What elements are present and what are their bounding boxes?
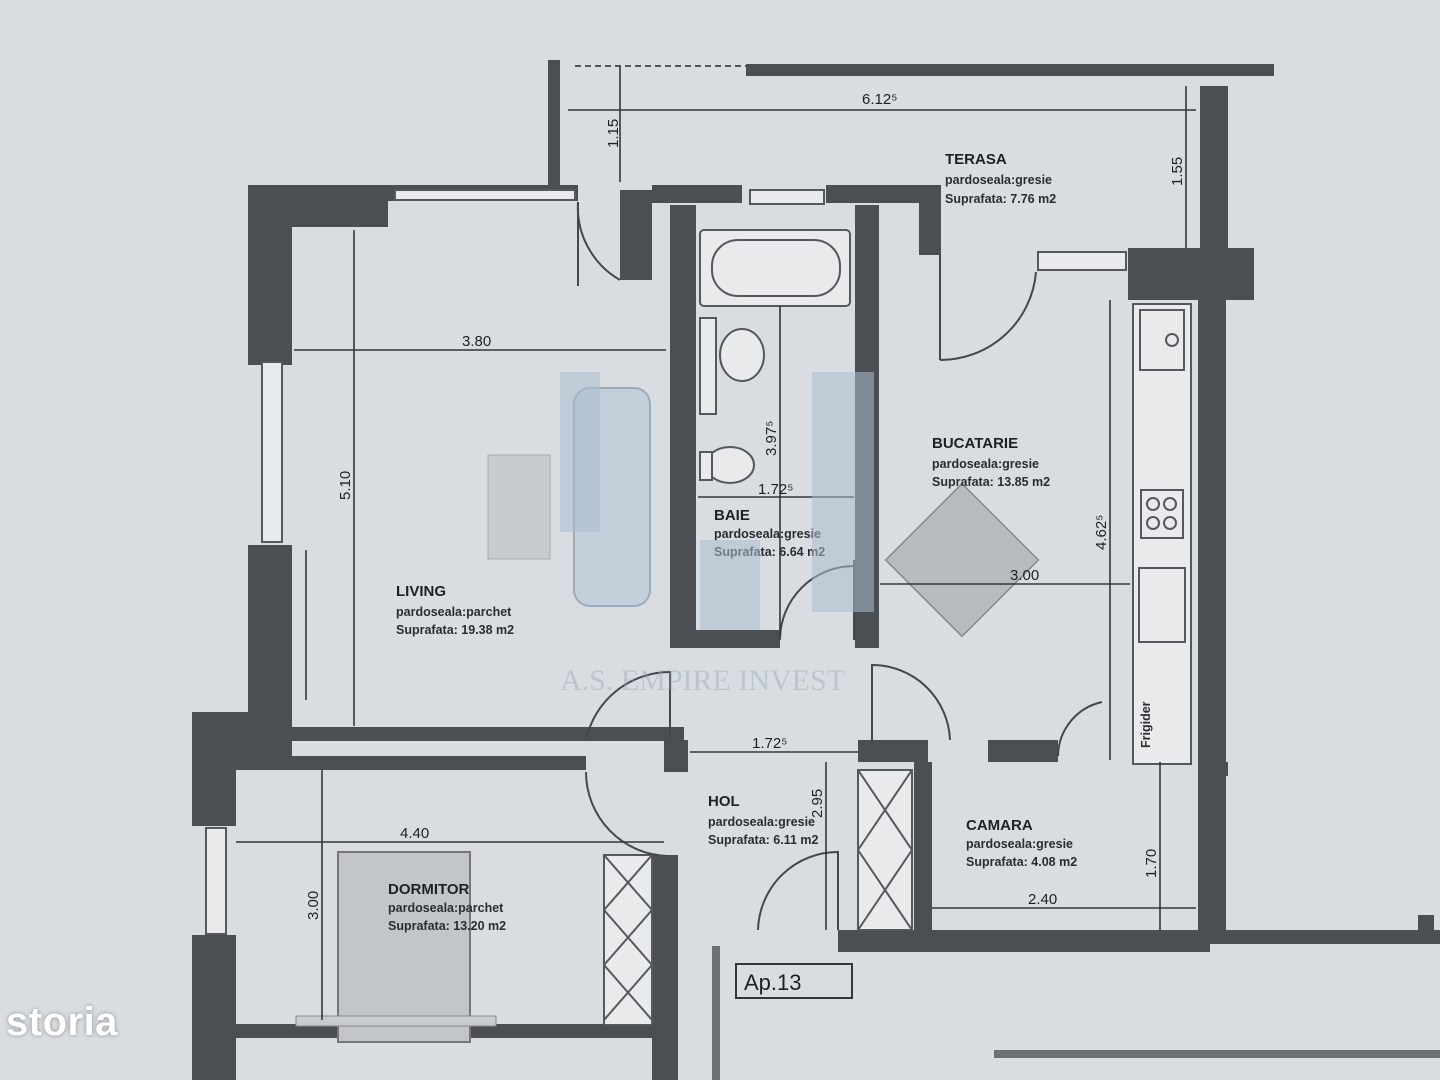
room-area: Suprafata: 19.38 m2 xyxy=(396,623,514,637)
room-name: BUCATARIE xyxy=(932,435,1018,452)
room-floor: pardoseala:gresie xyxy=(966,837,1073,851)
room-area: Suprafata: 13.20 m2 xyxy=(388,919,506,933)
room-name: HOL xyxy=(708,793,740,810)
room-area: Suprafata: 4.08 m2 xyxy=(966,855,1077,869)
dim-living-depth: 5.10 xyxy=(337,471,354,500)
room-terasa: TERASA pardoseala:gresie Suprafata: 7.76… xyxy=(945,151,1056,206)
room-name: LIVING xyxy=(396,583,446,600)
room-floor: pardoseala:parchet xyxy=(396,605,512,619)
apartment-label: Ap.13 xyxy=(744,970,802,995)
dim-hol-depth: 2.95 xyxy=(809,789,826,818)
fixtures: Frigider xyxy=(295,229,1192,1043)
room-living: LIVING pardoseala:parchet Suprafata: 19.… xyxy=(396,583,514,637)
storia-logo: storia xyxy=(6,1000,118,1044)
dim-terasa-depth-right: 1.55 xyxy=(1169,157,1186,186)
room-bucatarie: BUCATARIE pardoseala:gresie Suprafata: 1… xyxy=(932,435,1050,489)
room-area: Suprafata: 13.85 m2 xyxy=(932,475,1050,489)
watermark: A.S. EMPIRE INVEST xyxy=(560,372,874,697)
windows xyxy=(205,189,1127,935)
apartment-tag: Ap.13 xyxy=(735,963,853,999)
dim-terasa-depth-left: 1.15 xyxy=(605,119,622,148)
dim-dormitor-depth: 3.00 xyxy=(305,891,322,920)
room-area: Suprafata: 6.11 m2 xyxy=(708,833,819,847)
dimension-lines xyxy=(236,66,1196,1020)
room-floor: pardoseala:gresie xyxy=(945,173,1052,187)
room-name: CAMARA xyxy=(966,817,1033,834)
room-camara: CAMARA pardoseala:gresie Suprafata: 4.08… xyxy=(966,817,1077,869)
dim-dormitor-width: 4.40 xyxy=(400,825,429,842)
room-name: BAIE xyxy=(714,507,750,524)
fridge-label: Frigider xyxy=(1139,701,1153,748)
dim-hol-width: 1.72⁵ xyxy=(752,735,787,752)
dimension-labels: 6.12⁵ 1.15 1.55 3.80 5.10 3.97⁵ 1.72⁵ 4.… xyxy=(305,91,1186,920)
dim-terasa-width: 6.12⁵ xyxy=(862,91,897,108)
dim-baie-width: 1.72⁵ xyxy=(758,481,793,498)
room-area: Suprafata: 7.76 m2 xyxy=(945,192,1056,206)
room-floor: pardoseala:gresie xyxy=(714,527,821,541)
watermark-text: A.S. EMPIRE INVEST xyxy=(560,664,845,697)
dim-bucatarie-depth: 4.62⁵ xyxy=(1093,515,1110,550)
dim-living-width: 3.80 xyxy=(462,333,491,350)
room-hol: HOL pardoseala:gresie Suprafata: 6.11 m2 xyxy=(708,793,819,847)
room-floor: pardoseala:gresie xyxy=(932,457,1039,471)
room-name: DORMITOR xyxy=(388,881,470,898)
dim-bucatarie-width: 3.00 xyxy=(1010,567,1039,584)
room-floor: pardoseala:parchet xyxy=(388,901,504,915)
room-name: TERASA xyxy=(945,151,1007,168)
dim-camara-width: 2.40 xyxy=(1028,891,1057,908)
room-floor: pardoseala:gresie xyxy=(708,815,815,829)
dim-camara-depth: 1.70 xyxy=(1143,849,1160,878)
dim-baie-depth: 3.97⁵ xyxy=(763,421,780,456)
room-dormitor: DORMITOR pardoseala:parchet Suprafata: 1… xyxy=(388,881,506,933)
